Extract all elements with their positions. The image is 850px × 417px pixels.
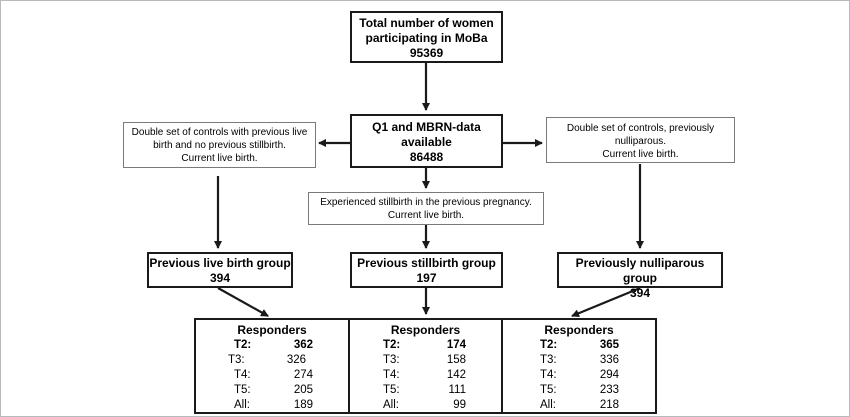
total-women-box: Total number of women participating in M… [350,11,503,63]
group-name: Previous stillbirth group [357,256,496,270]
row-value: 189 [293,399,313,411]
table-row: All: 189 [196,398,348,413]
group-count: 394 [629,286,651,300]
group-count: 197 [416,271,437,285]
row-value: 174 [446,339,466,351]
arrow-left-group-to-responders [217,287,269,317]
right-note-line-2: nulliparous. [614,136,667,147]
total-women-line-2: participating in MoBa [365,31,488,45]
row-value: 205 [293,384,313,396]
table-row: T5: 205 [196,383,348,398]
group-count: 394 [209,271,231,285]
total-women-count: 95369 [409,46,444,60]
row-value: 218 [599,399,619,411]
arrow-right-group-to-responders [571,286,641,318]
middle-note-line-2: Current live birth. [387,210,465,221]
data-available-line-2: available [401,135,452,149]
table-row: T5: 111 [350,383,501,398]
row-label: T3: [383,354,400,366]
data-available-count: 86488 [409,150,444,164]
row-value: 233 [599,384,619,396]
table-row: T2: 174 [350,338,501,353]
total-women-line-1: Total number of women [359,16,494,30]
row-label: All: [234,399,250,411]
table-row: T3: 336 [503,353,655,368]
responders-box-stillbirth: Responders T2: 174 T3: 158 T4: 142 T5: 111 A… [348,318,503,414]
row-label: T2: [383,339,401,351]
row-value: 336 [599,354,619,366]
stillbirth-note: Experienced stillbirth in the previous p… [308,192,544,225]
previous-stillbirth-group-box: Previous stillbirth group 197 [350,252,503,288]
row-label: All: [540,399,556,411]
table-row: T2: 365 [503,338,655,353]
row-value: 111 [448,384,466,396]
row-value: 294 [599,369,619,381]
table-row: T3: 158 [350,353,501,368]
row-label: T4: [234,369,251,381]
left-controls-note: Double set of controls with previous liv… [123,122,316,168]
row-label: T2: [540,339,558,351]
row-value: 365 [599,339,619,351]
row-label: T5: [540,384,557,396]
right-note-line-1: Double set of controls, previously [566,123,715,134]
table-row: All: 218 [503,398,655,413]
row-label: T4: [383,369,400,381]
table-row: All: 99 [350,398,501,413]
responders-box-live-birth: Responders T2: 362 T3: 326 T4: 274 T5: 205 A… [194,318,350,414]
row-value: 99 [453,399,466,411]
left-note-line-3: Current live birth. [181,153,258,164]
previous-live-birth-group-box: Previous live birth group 394 [147,252,293,288]
row-label: T5: [234,384,251,396]
row-label: T3: [540,354,557,366]
table-row: T4: 142 [350,368,501,383]
group-name: Previous live birth group [149,256,291,270]
responders-title: Responders [237,323,307,337]
table-row: T3: 326 [196,353,348,368]
left-note-line-1: Double set of controls with previous liv… [131,127,308,138]
data-available-box: Q1 and MBRN-data available 86488 [350,114,503,168]
right-note-line-3: Current live birth. [602,149,679,160]
row-label: T5: [383,384,400,396]
table-row: T4: 294 [503,368,655,383]
left-note-line-2: birth and no previous stillbirth. [153,140,286,151]
previously-nulliparous-group-box: Previously nulliparous group 394 [557,252,723,300]
row-label: T3: [228,354,245,366]
row-value: 274 [293,369,313,381]
row-label: T2: [234,339,252,351]
group-name: Previously nulliparous group [575,256,705,285]
responders-box-nulliparous: Responders T2: 365 T3: 336 T4: 294 T5: 233 A… [501,318,657,414]
row-label: T4: [540,369,557,381]
responders-title: Responders [544,323,614,337]
table-row: T4: 274 [196,368,348,383]
row-value: 362 [293,339,313,351]
middle-note-line-1: Experienced stillbirth in the previous p… [320,197,532,208]
responders-title: Responders [390,323,461,337]
data-available-line-1: Q1 and MBRN-data [372,120,481,134]
table-row: T5: 233 [503,383,655,398]
row-value: 326 [286,354,306,366]
row-value: 142 [446,369,466,381]
right-controls-note: Double set of controls, previously nulli… [546,117,735,163]
row-label: All: [383,399,399,411]
row-value: 158 [446,354,466,366]
table-row: T2: 362 [196,338,348,353]
